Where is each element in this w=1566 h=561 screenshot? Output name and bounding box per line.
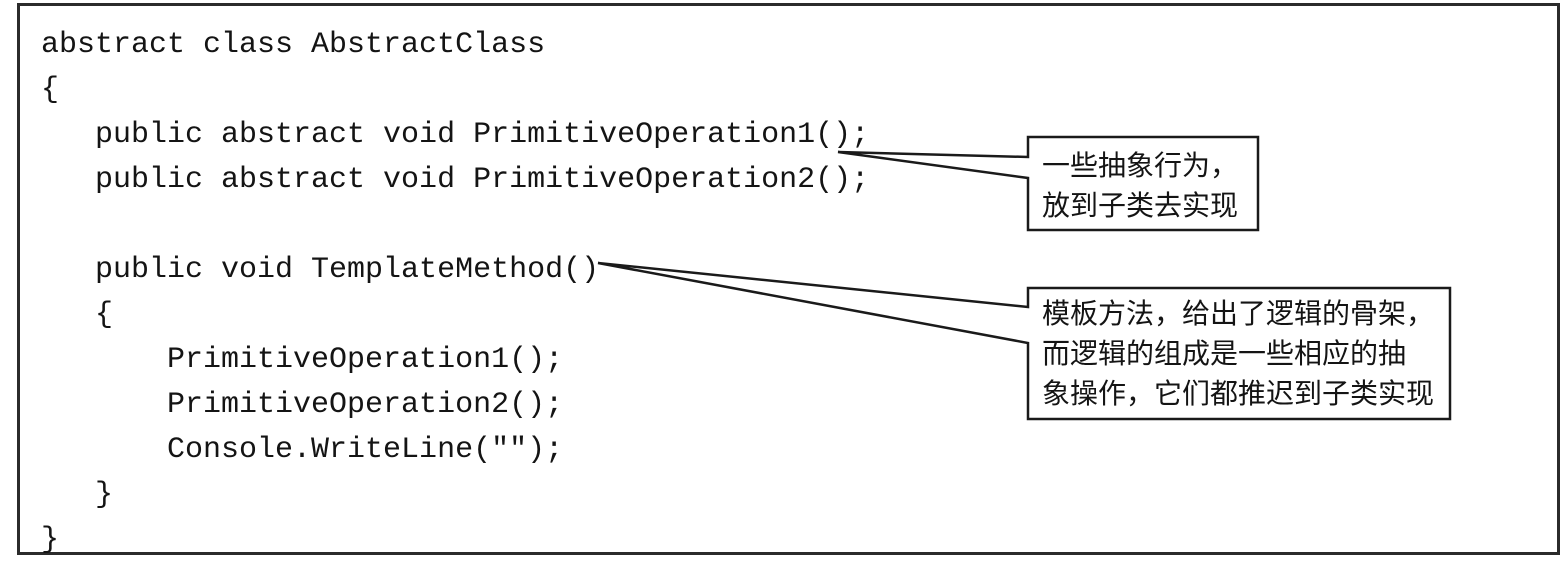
callout-label-template-method: 模板方法，给出了逻辑的骨架， 而逻辑的组成是一些相应的抽 象操作，它们都推迟到子…	[1042, 297, 1435, 410]
code-block: abstract class AbstractClass { public ab…	[41, 23, 869, 561]
outer-frame	[17, 3, 1560, 555]
code-line: PrimitiveOperation1();	[41, 343, 564, 377]
code-line: abstract class AbstractClass	[41, 28, 546, 62]
code-line: {	[41, 73, 60, 107]
code-line: public void TemplateMethod()	[41, 253, 600, 287]
callout-box-abstract-behaviors	[837, 135, 1260, 232]
callout-box-template-method	[597, 261, 1452, 421]
code-line: }	[41, 523, 60, 557]
code-line: }	[41, 478, 114, 512]
callout-label-abstract-behaviors: 一些抽象行为， 放到子类去实现	[1042, 149, 1239, 222]
code-line: public abstract void PrimitiveOperation1…	[41, 118, 870, 152]
code-line: PrimitiveOperation2();	[41, 388, 564, 422]
code-line: public abstract void PrimitiveOperation2…	[41, 163, 870, 197]
code-line: Console.WriteLine("");	[41, 433, 564, 467]
code-line: {	[41, 298, 114, 332]
